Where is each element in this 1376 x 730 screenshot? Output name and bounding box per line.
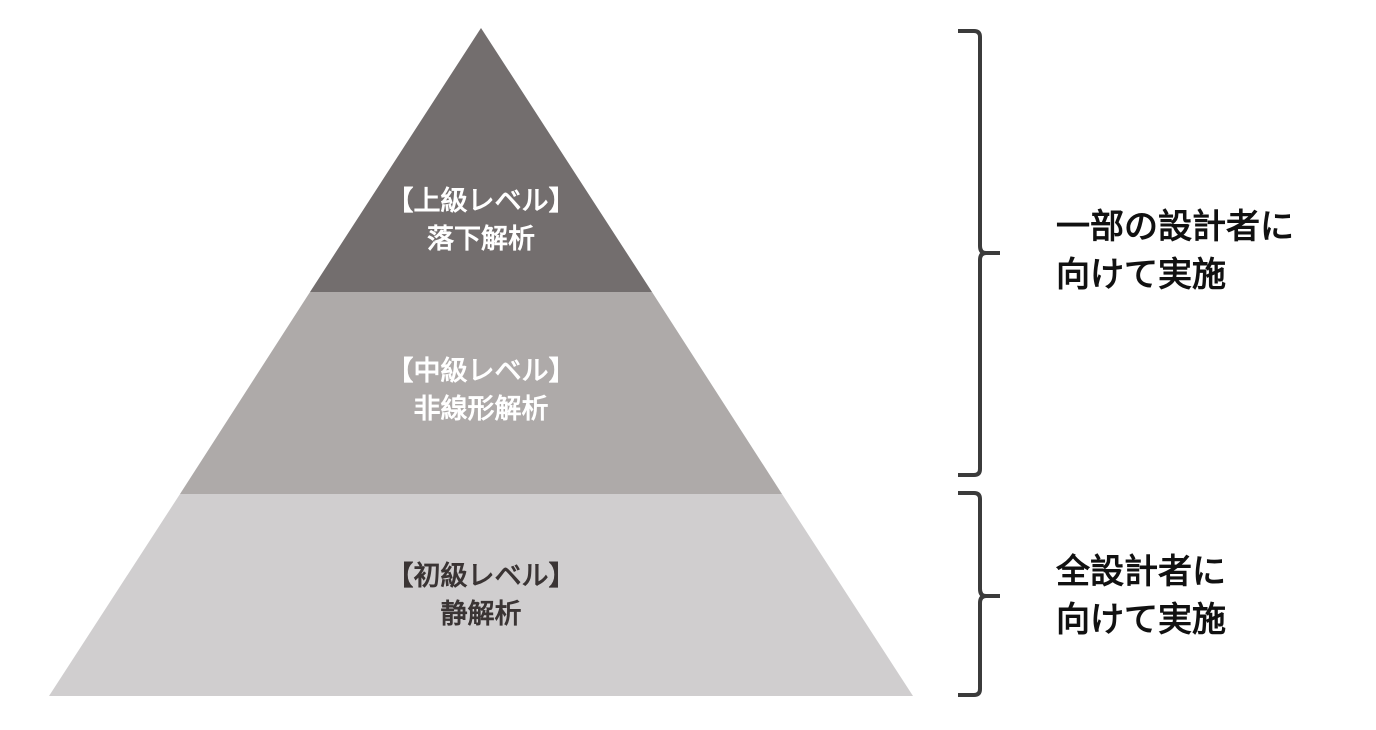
brace-upper-icon <box>958 29 1000 477</box>
note-some-designers-line1: 一部の設計者に <box>1056 207 1294 247</box>
level-beginner-title: 【初級レベル】 <box>386 561 576 592</box>
note-all-designers-line2: 向けて実施 <box>1056 600 1226 640</box>
level-beginner-label: 【初級レベル】 静解析 <box>387 558 576 634</box>
level-intermediate-subtitle: 非線形解析 <box>413 394 549 425</box>
note-some-designers: 一部の設計者に 向けて実施 <box>1056 203 1294 299</box>
pyramid-level-advanced <box>310 28 652 292</box>
pyramid-level-intermediate <box>180 292 782 494</box>
level-beginner-subtitle: 静解析 <box>440 599 522 630</box>
level-intermediate-title: 【中級レベル】 <box>386 356 576 387</box>
level-advanced-title: 【上級レベル】 <box>386 186 576 217</box>
note-all-designers-line1: 全設計者に <box>1056 552 1226 592</box>
brace-lower-icon <box>958 491 1000 697</box>
level-intermediate-label: 【中級レベル】 非線形解析 <box>387 353 576 429</box>
pyramid-level-beginner <box>49 494 913 696</box>
level-advanced-subtitle: 落下解析 <box>427 224 535 255</box>
level-advanced-label: 【上級レベル】 落下解析 <box>387 183 576 259</box>
note-some-designers-line2: 向けて実施 <box>1056 255 1226 295</box>
note-all-designers: 全設計者に 向けて実施 <box>1056 548 1226 644</box>
